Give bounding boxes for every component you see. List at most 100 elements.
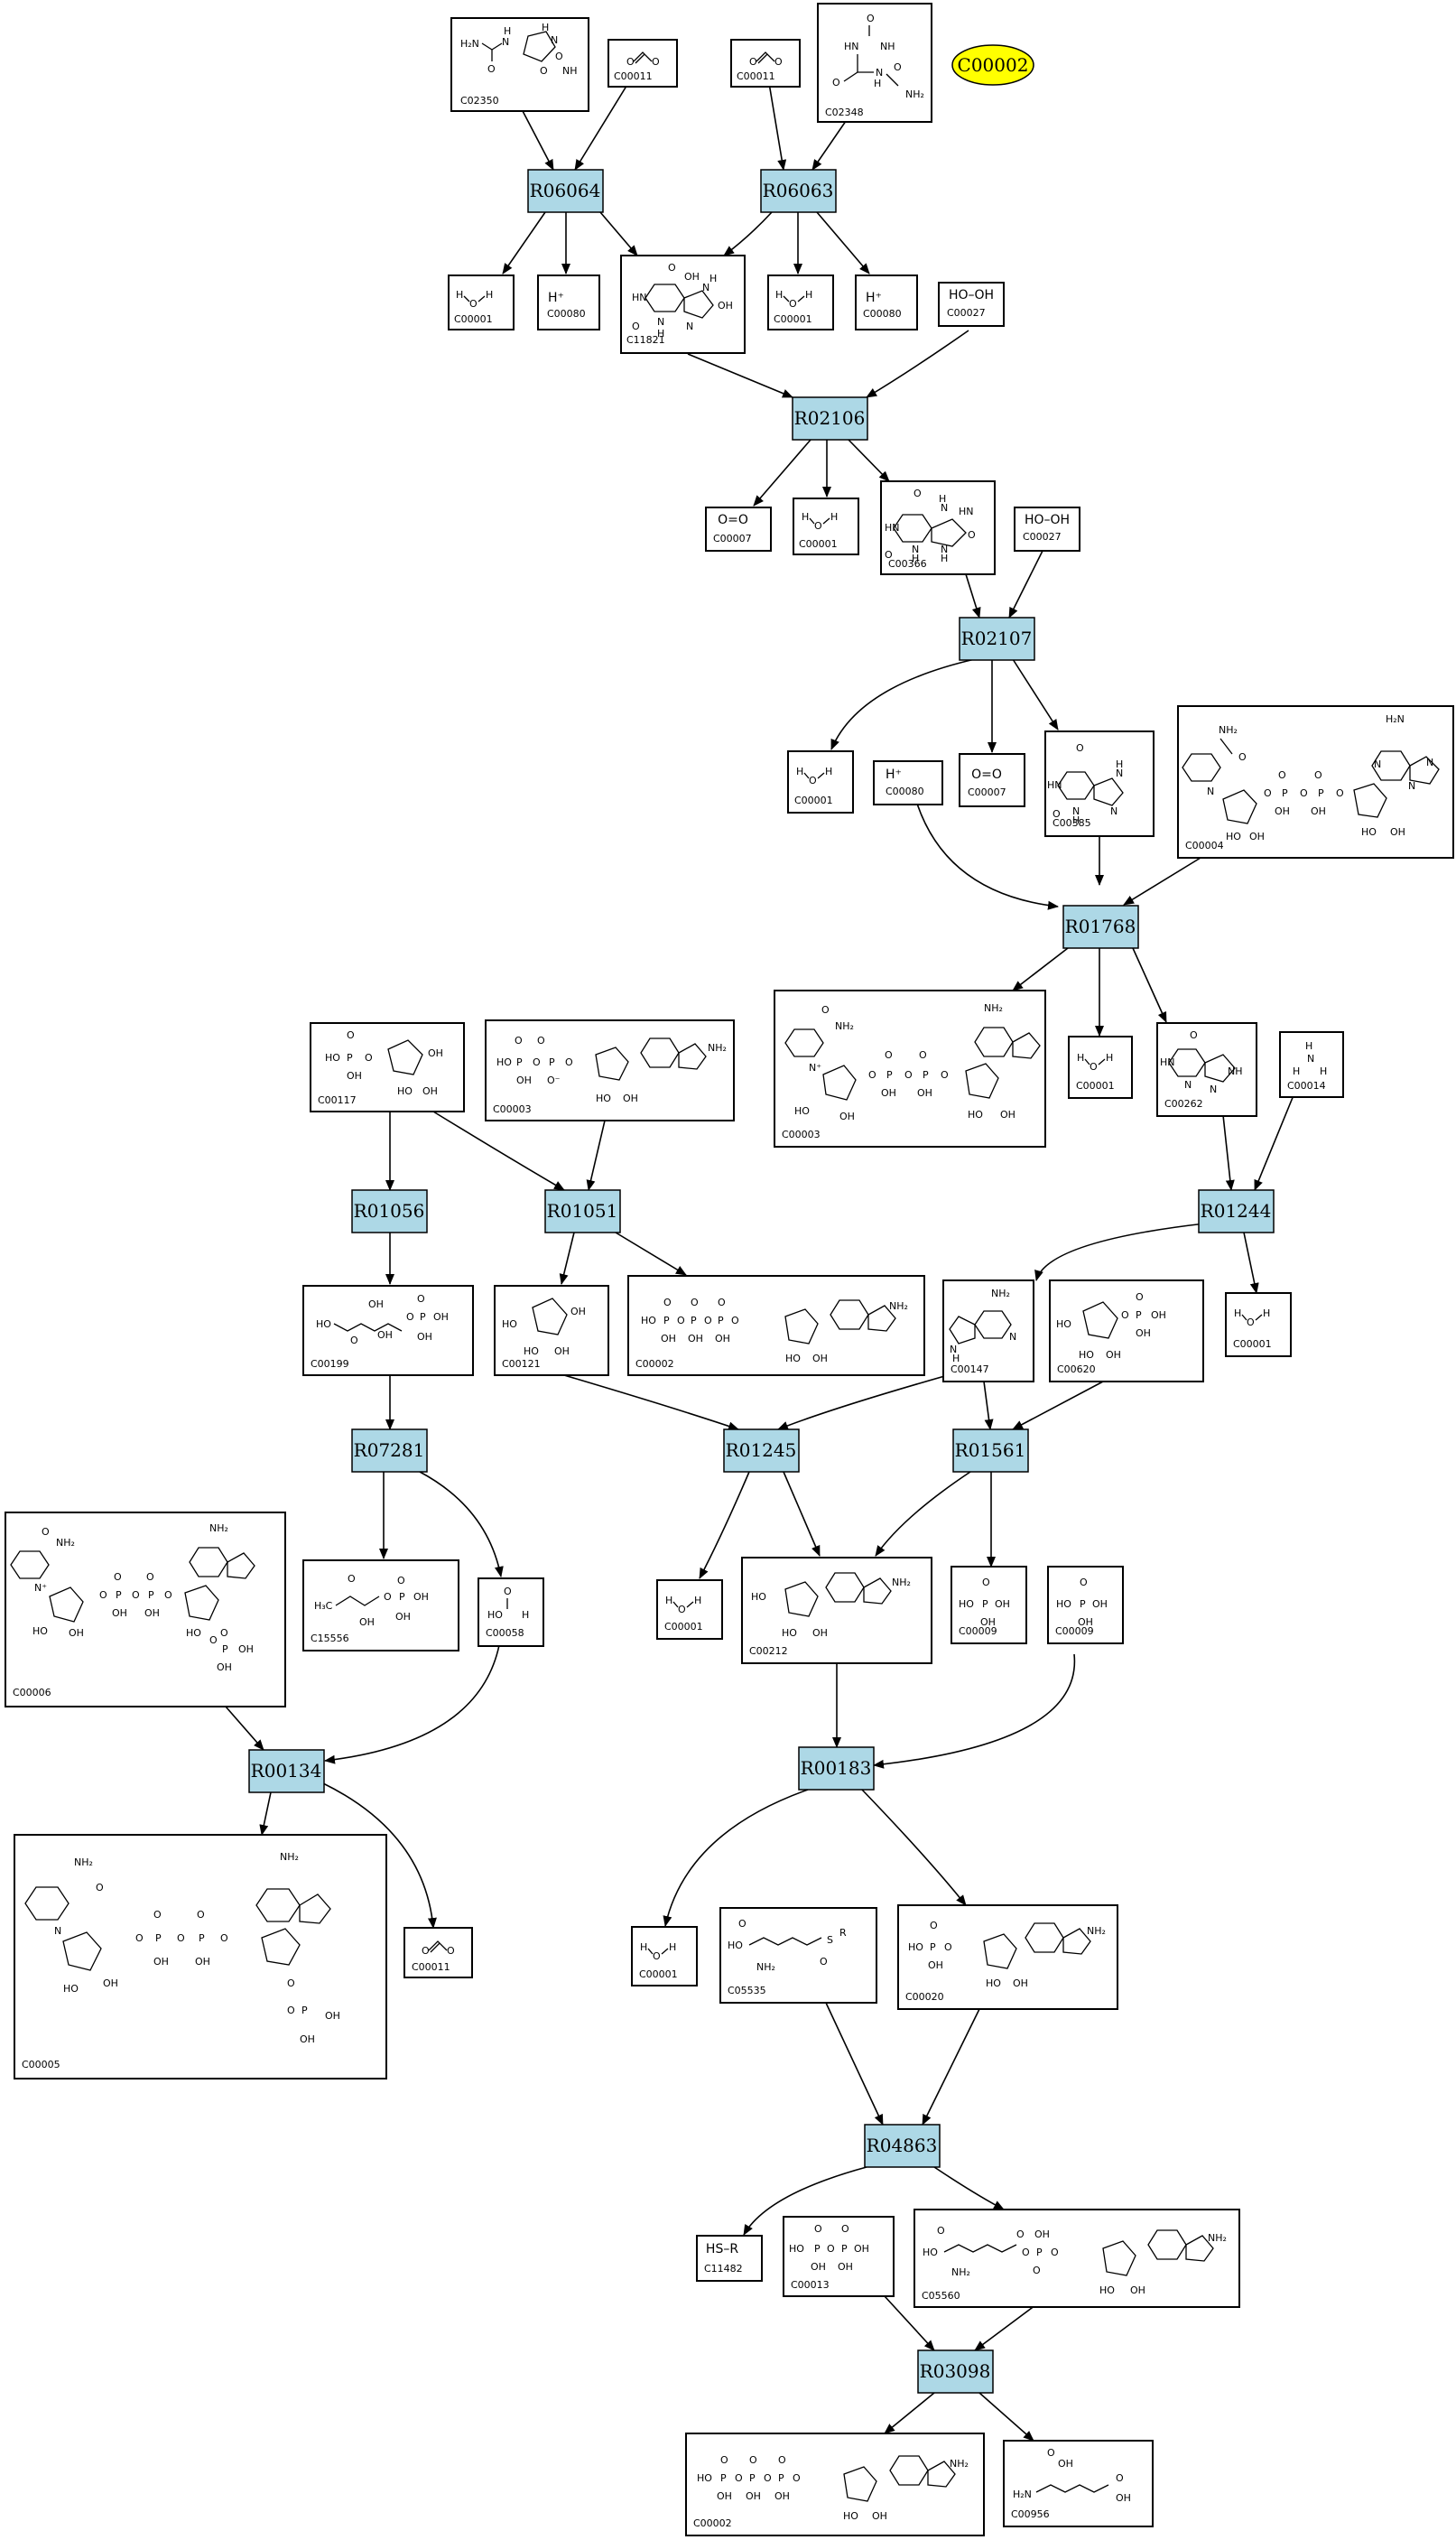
reaction-r04863[interactable]: R04863 — [864, 2124, 941, 2168]
reaction-r00183[interactable]: R00183 — [798, 1746, 875, 1791]
compound-c00080[interactable]: H⁺ C00080 — [873, 760, 943, 805]
reaction-r07281[interactable]: R07281 — [351, 1428, 428, 1473]
svg-text:O: O — [652, 56, 660, 68]
compound-id: C00011 — [412, 1961, 450, 1973]
compound-c00007[interactable]: O=O C00007 — [959, 753, 1025, 807]
svg-text:NH₂: NH₂ — [991, 1288, 1010, 1299]
svg-text:H: H — [830, 511, 838, 523]
svg-text:HO: HO — [1056, 1598, 1071, 1610]
reaction-r03098[interactable]: R03098 — [917, 2349, 994, 2394]
svg-text:OH: OH — [1116, 2492, 1131, 2504]
edge — [1254, 1079, 1301, 1191]
svg-text:H: H — [669, 1941, 676, 1953]
reaction-r01561[interactable]: R01561 — [952, 1428, 1029, 1473]
edge — [663, 1789, 809, 1927]
compound-id: C00001 — [774, 313, 812, 325]
svg-text:OH: OH — [980, 1616, 996, 1628]
compound-id: C00080 — [863, 308, 902, 320]
compound-c00080[interactable]: H⁺ C00080 — [855, 274, 918, 330]
compound-c00001[interactable]: HOH C00001 — [631, 1926, 698, 1986]
reaction-r01244[interactable]: R01244 — [1198, 1189, 1275, 1233]
compound-c00027[interactable]: HO–OH C00027 — [1014, 507, 1080, 552]
svg-text:HO: HO — [843, 2510, 858, 2522]
svg-text:O: O — [135, 1932, 144, 1944]
svg-text:OH: OH — [928, 1959, 943, 1971]
reaction-r00134[interactable]: R00134 — [248, 1749, 325, 1793]
compound-c00147[interactable]: NH₂ NHN C00147 — [942, 1279, 1034, 1382]
svg-text:NH₂: NH₂ — [56, 1537, 75, 1549]
svg-text:O: O — [406, 1311, 414, 1323]
reaction-r01051[interactable]: R01051 — [544, 1189, 621, 1233]
compound-id: C02348 — [825, 107, 864, 118]
compound-c00001[interactable]: HOH C00001 — [448, 274, 515, 330]
highlight-compound-c00002[interactable]: C00002 — [951, 44, 1034, 86]
reaction-r02107[interactable]: R02107 — [959, 617, 1035, 661]
compound-c00080[interactable]: H⁺ C00080 — [537, 274, 600, 330]
svg-text:P: P — [148, 1589, 154, 1601]
compound-c00001[interactable]: HOH C00001 — [1068, 1036, 1133, 1099]
svg-text:OH: OH — [413, 1591, 429, 1603]
compound-c00007[interactable]: O=O C00007 — [705, 507, 772, 552]
compound-c00001[interactable]: HOH C00001 — [787, 750, 854, 814]
svg-text:O: O — [220, 1932, 228, 1944]
compound-c00001[interactable]: HOH C00001 — [656, 1579, 723, 1640]
reaction-r06063[interactable]: R06063 — [760, 169, 837, 213]
svg-text:O: O — [384, 1591, 392, 1603]
reaction-r02106[interactable]: R02106 — [792, 396, 868, 441]
svg-text:HN: HN — [1160, 1056, 1175, 1068]
edge — [259, 1791, 272, 1836]
svg-text:H: H — [1320, 1065, 1327, 1077]
compound-id: C00147 — [951, 1363, 989, 1375]
reaction-r01245[interactable]: R01245 — [723, 1428, 800, 1473]
compound-c00001[interactable]: HOH C00001 — [767, 274, 834, 330]
compound-id: C00620 — [1057, 1363, 1096, 1375]
reaction-r01768[interactable]: R01768 — [1062, 905, 1139, 949]
reaction-label: R04863 — [867, 2135, 938, 2156]
reaction-r01056[interactable]: R01056 — [351, 1189, 428, 1233]
edge — [324, 1644, 500, 1764]
compound-c00001[interactable]: HOH C00001 — [1225, 1292, 1292, 1357]
svg-text:P: P — [155, 1932, 162, 1944]
compound-id: C00011 — [737, 70, 775, 82]
reaction-r06064[interactable]: R06064 — [527, 169, 604, 213]
svg-text:N: N — [686, 321, 693, 332]
formula: H⁺ — [866, 291, 882, 305]
compound-c00027[interactable]: HO–OH C00027 — [938, 282, 1005, 327]
compound-c00001[interactable]: HOH C00001 — [793, 498, 859, 555]
svg-text:H: H — [456, 289, 463, 301]
svg-text:N: N — [1184, 1079, 1192, 1091]
svg-text:HO: HO — [1079, 1349, 1094, 1361]
compound-c11482[interactable]: HS–R C11482 — [696, 2235, 763, 2282]
